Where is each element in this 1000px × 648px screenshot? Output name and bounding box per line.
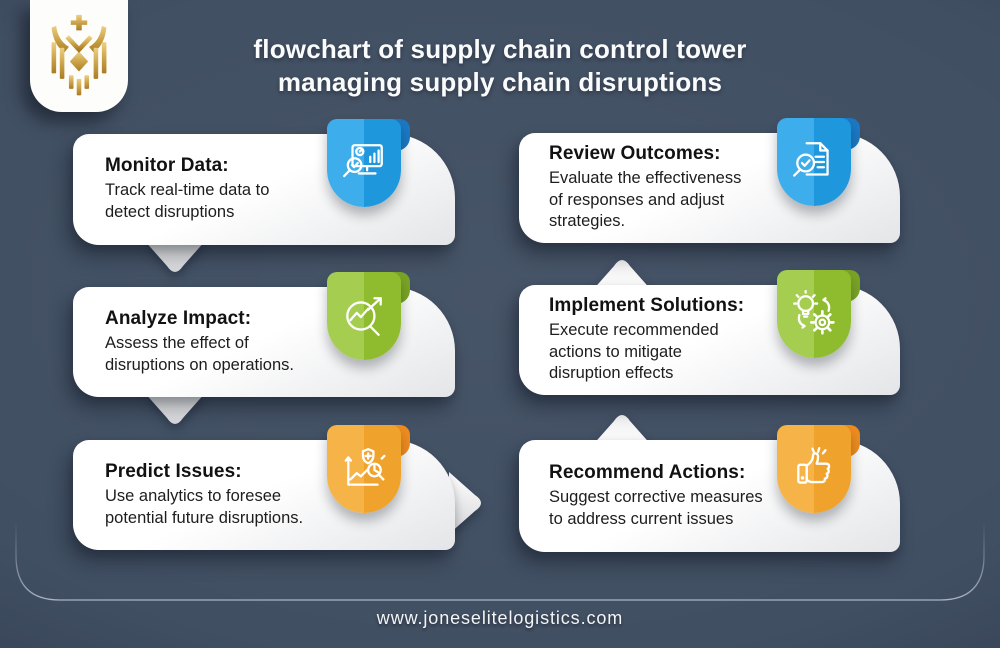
crown-emblem-icon [51,14,107,96]
down-arrow [144,240,206,272]
card-body: Execute recommended actions to mitigate … [549,320,719,383]
page-title-line1: flowchart of supply chain control tower [253,34,747,64]
document-review-icon [793,142,829,177]
card-body: Suggest corrective measures to address c… [549,487,763,528]
card-title: Analyze Impact: [105,307,252,329]
card-predict-issues: Predict Issues: Use analytics to foresee… [73,425,455,550]
thumbs-up-icon [797,446,831,484]
bulb-gear-icon [793,290,835,335]
page-title: flowchart of supply chain control tower … [0,33,1000,98]
badge-recommend-actions [777,425,860,513]
forecast-shield-icon [344,448,386,486]
badge-review-outcomes [777,118,860,206]
badge-predict-issues [327,425,410,513]
badge-analyze-impact [327,272,410,360]
page-title-line2: managing supply chain disruptions [277,66,723,97]
monitor-analytics-icon [343,144,383,178]
card-analyze-impact: Analyze Impact: Assess the effect of dis… [73,272,455,397]
card-title: Monitor Data: [105,155,229,177]
card-body: Evaluate the effectiveness of responses … [549,168,742,231]
card-monitor-data: Monitor Data: Track real-time data to de… [73,119,455,245]
down-arrow [144,392,206,424]
card-title: Implement Solutions: [549,294,745,316]
magnifier-trend-icon [346,297,382,336]
card-review-outcomes: Review Outcomes: Evaluate the effectiven… [519,118,900,243]
up-arrow [591,260,653,292]
bridge-right-arrow [449,472,481,534]
card-title: Predict Issues: [105,460,242,482]
card-implement-solutions: Implement Solutions: Execute recommended… [519,270,900,395]
badge-implement-solutions [777,270,860,358]
card-title: Review Outcomes: [549,142,721,164]
card-body: Track real-time data to detect disruptio… [105,181,270,221]
badge-monitor-data [327,119,410,207]
brand-logo [30,0,128,112]
card-recommend-actions: Recommend Actions: Suggest corrective me… [519,425,900,552]
card-title: Recommend Actions: [549,461,746,483]
card-body: Use analytics to foresee potential futur… [105,486,304,527]
website-url: www.joneselitelogistics.com [376,608,624,628]
up-arrow [591,415,653,447]
card-body: Assess the effect of disruptions on oper… [105,333,294,374]
